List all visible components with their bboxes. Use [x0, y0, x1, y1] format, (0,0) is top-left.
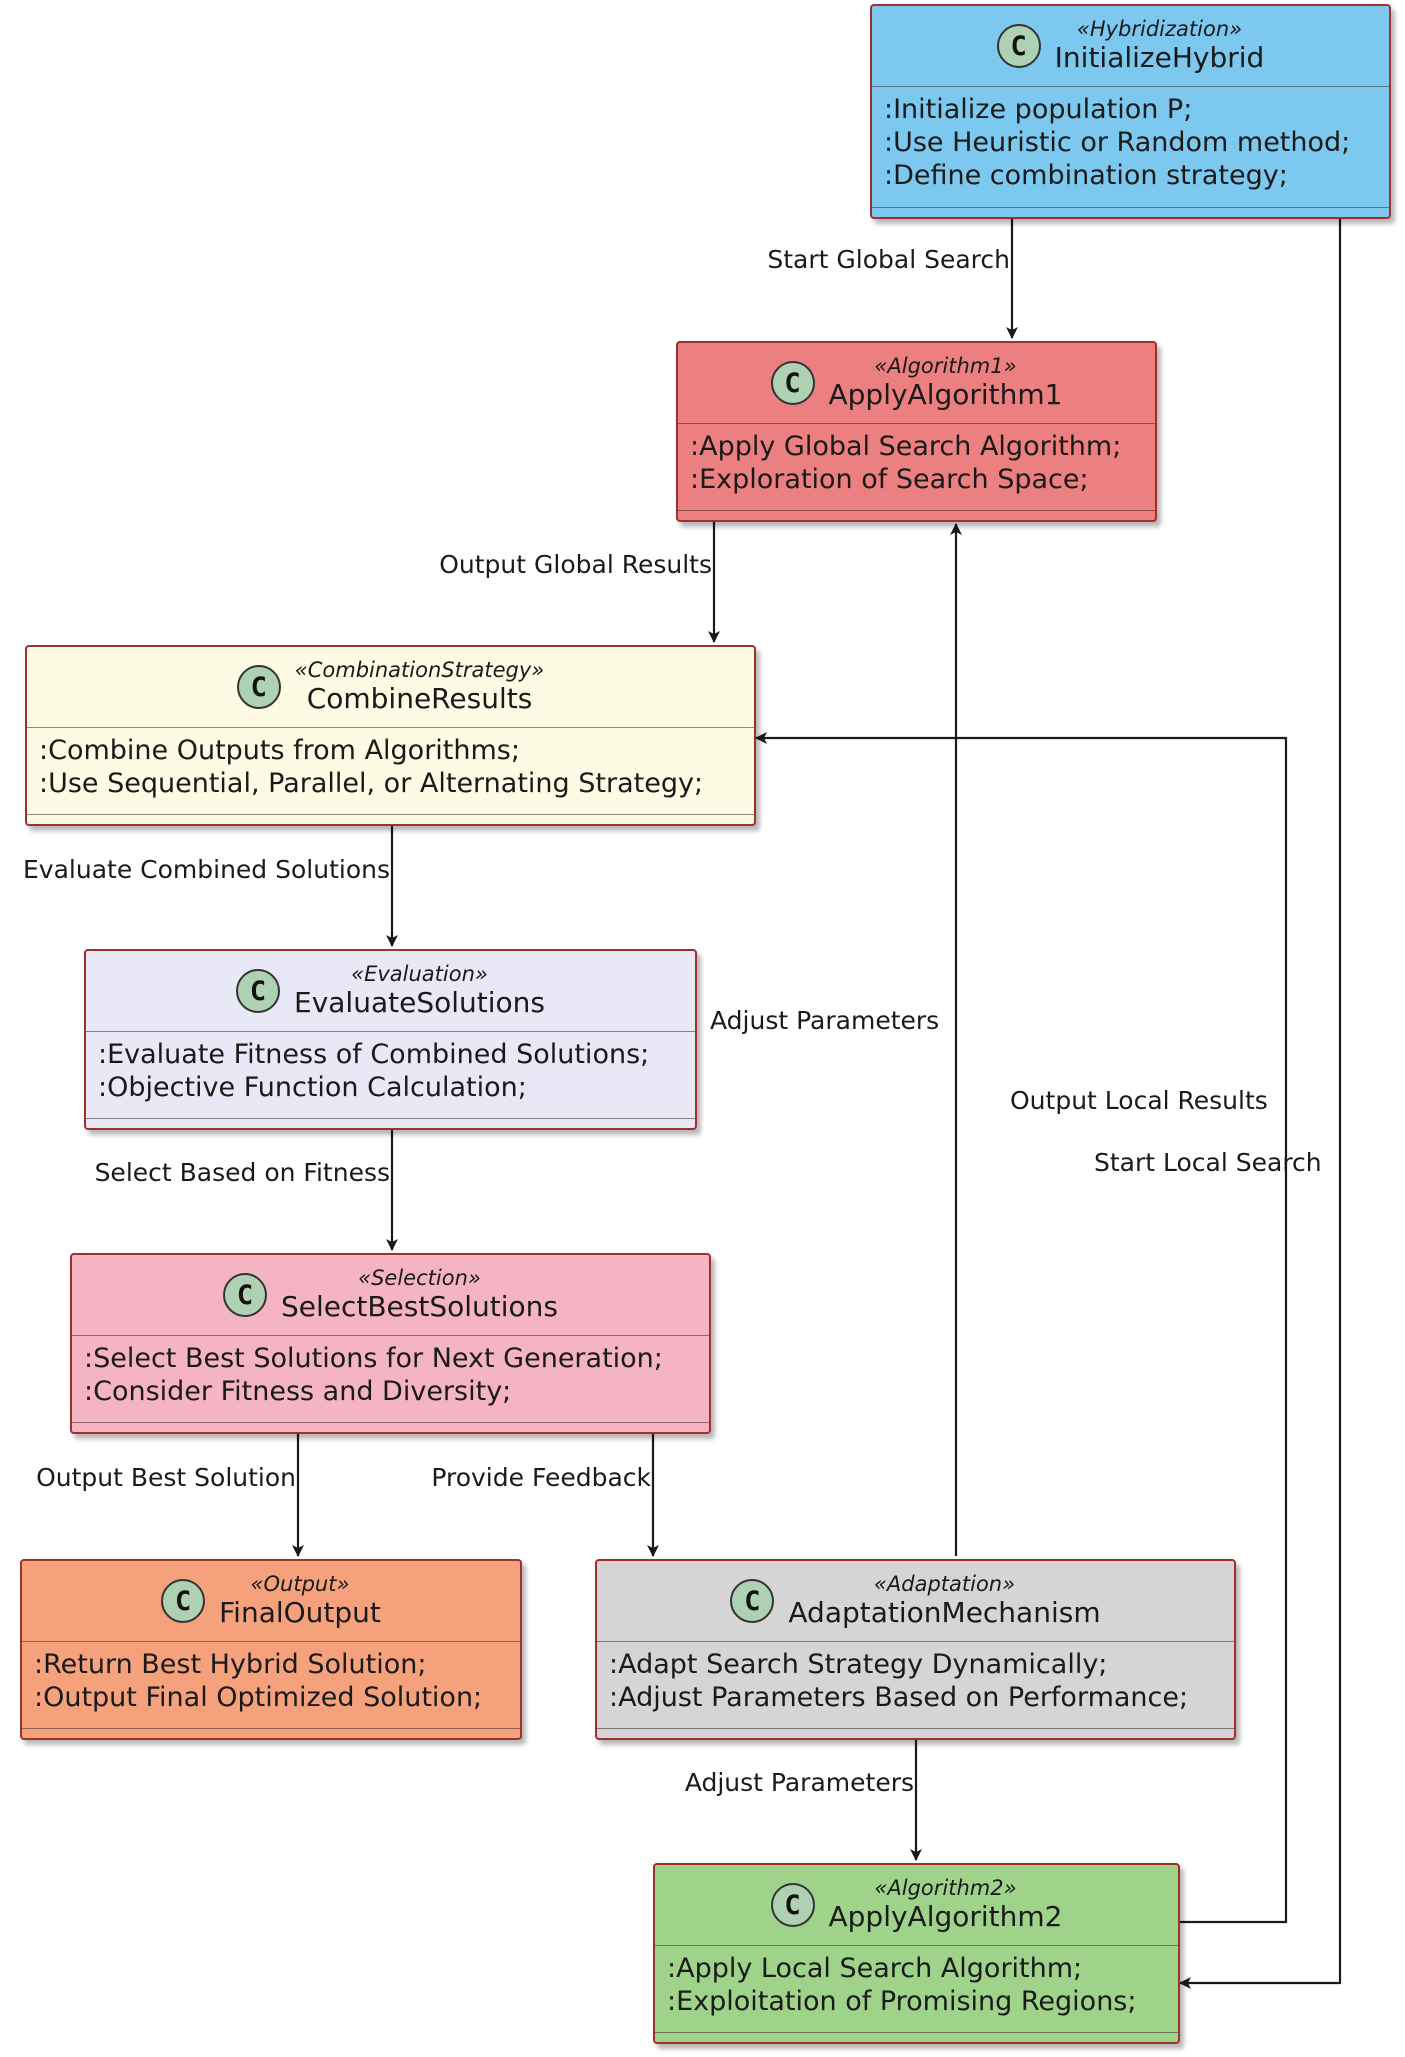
class-line: :Use Sequential, Parallel, or Alternatin… [39, 768, 704, 799]
class-header: C «Evaluation» EvaluateSolutions [86, 951, 695, 1032]
class-footer-divider [22, 1728, 520, 1729]
class-body: :Select Best Solutions for Next Generati… [72, 1336, 709, 1408]
class-line: :Output Final Optimized Solution; [34, 1682, 483, 1713]
class-line: :Use Heuristic or Random method; [884, 127, 1351, 158]
class-line: :Define combination strategy; [884, 160, 1288, 191]
class-line: :Initialize population P; [884, 94, 1193, 125]
class-name: InitializeHybrid [1054, 41, 1265, 74]
class-c-icon: C [222, 1273, 267, 1317]
class-apply-algorithm2: C «Algorithm2» ApplyAlgorithm2 :Apply Lo… [653, 1863, 1180, 2044]
edge-label-select-based-on-fitness: Select Based on Fitness [94, 1158, 390, 1187]
class-footer-divider [86, 1118, 695, 1119]
class-stereotype: «Algorithm1» [874, 354, 1017, 378]
class-line: :Exploration of Search Space; [690, 464, 1089, 495]
class-apply-algorithm1: C «Algorithm1» ApplyAlgorithm1 :Apply Gl… [676, 341, 1157, 522]
class-body: :Evaluate Fitness of Combined Solutions;… [86, 1032, 695, 1104]
class-line: :Combine Outputs from Algorithms; [39, 735, 520, 766]
class-line: :Exploitation of Promising Regions; [667, 1986, 1137, 2017]
class-footer-divider [27, 814, 754, 815]
edge-label-provide-feedback: Provide Feedback [431, 1463, 651, 1492]
class-name: AdaptationMechanism [788, 1596, 1101, 1629]
class-stereotype: «Selection» [358, 1266, 481, 1290]
class-header: C «CombinationStrategy» CombineResults [27, 647, 754, 728]
class-c-icon: C [730, 1579, 775, 1623]
class-header: C «Selection» SelectBestSolutions [72, 1255, 709, 1336]
edge-label-start-global-search: Start Global Search [767, 245, 1010, 274]
edge-label-output-local-results: Output Local Results [1010, 1086, 1268, 1115]
class-stereotype: «Algorithm2» [874, 1876, 1017, 1900]
class-name: ApplyAlgorithm1 [828, 378, 1063, 411]
class-c-icon: C [236, 969, 281, 1013]
class-line: :Consider Fitness and Diversity; [84, 1376, 512, 1407]
class-header: C «Algorithm1» ApplyAlgorithm1 [678, 343, 1155, 424]
edge-label-adjust-parameters-up: Adjust Parameters [710, 1006, 940, 1035]
class-name: EvaluateSolutions [294, 986, 545, 1019]
class-stereotype: «Adaptation» [873, 1572, 1016, 1596]
class-footer-divider [678, 510, 1155, 511]
class-name: ApplyAlgorithm2 [828, 1900, 1063, 1933]
class-c-icon: C [161, 1579, 206, 1623]
class-stereotype: «Output» [250, 1572, 350, 1596]
class-line: :Evaluate Fitness of Combined Solutions; [98, 1039, 650, 1070]
class-footer-divider [655, 2032, 1178, 2033]
class-final-output: C «Output» FinalOutput :Return Best Hybr… [20, 1559, 522, 1740]
class-line: :Select Best Solutions for Next Generati… [84, 1343, 663, 1374]
class-header: C «Adaptation» AdaptationMechanism [597, 1561, 1234, 1642]
class-stereotype: «CombinationStrategy» [294, 658, 545, 682]
class-body: :Return Best Hybrid Solution; :Output Fi… [22, 1642, 520, 1714]
class-line: :Adapt Search Strategy Dynamically; [609, 1649, 1108, 1680]
edge-label-evaluate-combined-solutions: Evaluate Combined Solutions [23, 855, 390, 884]
edge-algorithm2-to-combine [755, 732, 1288, 1924]
class-stereotype: «Evaluation» [351, 962, 488, 986]
class-line: :Apply Local Search Algorithm; [667, 1953, 1083, 1984]
class-footer-divider [597, 1728, 1234, 1729]
class-line: :Return Best Hybrid Solution; [34, 1649, 427, 1680]
class-c-icon: C [996, 24, 1041, 68]
class-name: SelectBestSolutions [280, 1290, 559, 1323]
class-header: C «Algorithm2» ApplyAlgorithm2 [655, 1865, 1178, 1946]
class-initialize-hybrid: C «Hybridization» InitializeHybrid :Init… [870, 4, 1391, 219]
class-combine-results: C «CombinationStrategy» CombineResults :… [25, 645, 756, 826]
class-line: :Apply Global Search Algorithm; [690, 431, 1122, 462]
class-select-best-solutions: C «Selection» SelectBestSolutions :Selec… [70, 1253, 711, 1434]
edge-label-adjust-parameters-down: Adjust Parameters [684, 1768, 914, 1797]
class-body: :Initialize population P; :Use Heuristic… [872, 87, 1389, 192]
class-header: C «Output» FinalOutput [22, 1561, 520, 1642]
edge-label-output-best-solution: Output Best Solution [36, 1463, 296, 1492]
class-header: C «Hybridization» InitializeHybrid [872, 6, 1389, 87]
class-footer-divider [72, 1422, 709, 1423]
edge-initialize-to-algorithm2 [1179, 219, 1342, 1989]
class-line: :Objective Function Calculation; [98, 1072, 527, 1103]
class-line: :Adjust Parameters Based on Performance; [609, 1682, 1189, 1713]
class-name: CombineResults [306, 682, 533, 715]
class-body: :Apply Local Search Algorithm; :Exploita… [655, 1946, 1178, 2018]
class-name: FinalOutput [219, 1596, 381, 1629]
edge-label-output-global-results: Output Global Results [439, 550, 712, 579]
class-footer-divider [872, 207, 1389, 208]
class-stereotype: «Hybridization» [1076, 17, 1243, 41]
class-evaluate-solutions: C «Evaluation» EvaluateSolutions :Evalua… [84, 949, 697, 1130]
class-body: :Adapt Search Strategy Dynamically; :Adj… [597, 1642, 1234, 1714]
class-c-icon: C [236, 665, 281, 709]
class-c-icon: C [770, 1883, 815, 1927]
class-c-icon: C [770, 361, 815, 405]
class-body: :Combine Outputs from Algorithms; :Use S… [27, 728, 754, 800]
class-adaptation-mechanism: C «Adaptation» AdaptationMechanism :Adap… [595, 1559, 1236, 1740]
class-body: :Apply Global Search Algorithm; :Explora… [678, 424, 1155, 496]
edge-label-start-local-search: Start Local Search [1094, 1148, 1322, 1177]
